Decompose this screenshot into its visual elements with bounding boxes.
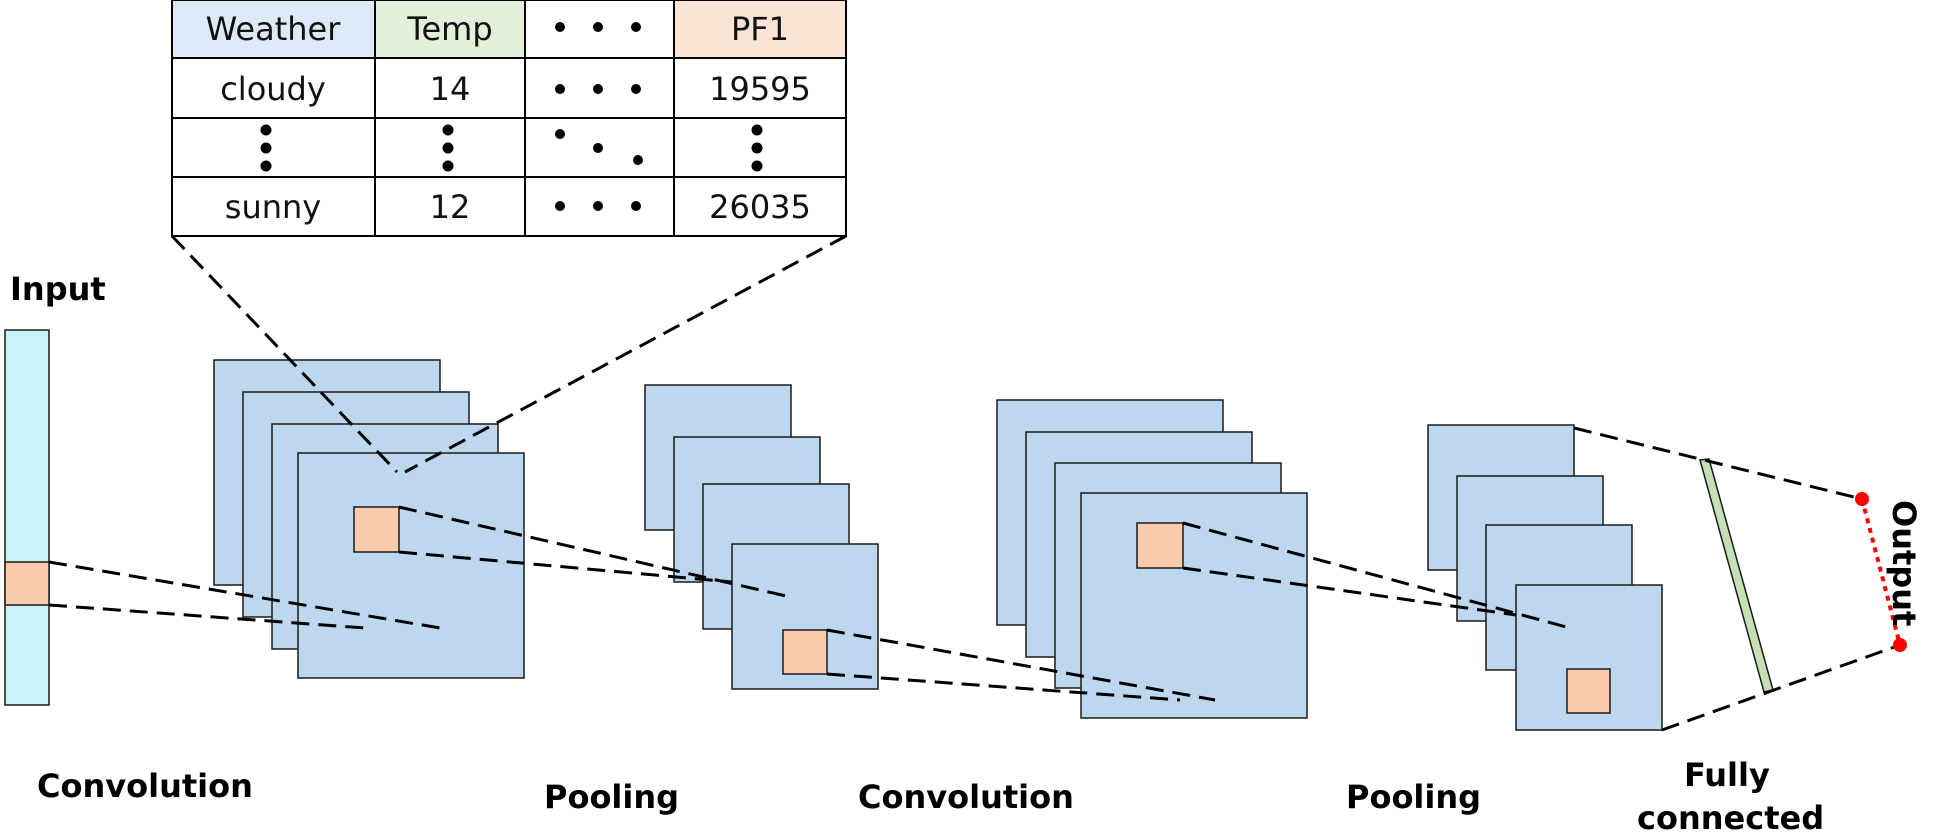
ellipsis-row-2 [555,201,641,211]
conv1-label: Convolution [37,767,253,805]
fully-connected-bar [1699,458,1774,693]
conv2-label: Convolution [858,778,1074,816]
dash-pool1-conv2-top [826,628,1216,702]
output-node-bottom [1893,638,1907,652]
conv1-patch [353,506,400,553]
cell-r0-temp: 14 [430,70,471,108]
dash-pool1-conv2-bottom [826,672,1181,702]
dash-pool2-output-top [1573,426,1863,501]
fc-label-line1: Fully [1684,756,1770,794]
fc-label-line2: connected [1637,799,1824,833]
cell-r2-pf1: 26035 [709,188,811,226]
connection-lines [48,234,1901,732]
pool2-label: Pooling [1346,778,1481,816]
pool1-map-4 [731,543,879,690]
dash-conv2-pool2-bottom [1182,566,1517,617]
dash-input-conv1-top [48,560,441,630]
cell-r2-weather: sunny [225,188,321,226]
header-bg-pf1 [674,0,846,58]
conv2-stack [996,399,1308,719]
conv2-patch [1136,522,1184,569]
dash-conv1-pool1-bottom [398,550,733,584]
dash-conv1-pool1-top [398,505,787,598]
input-layer: Input [4,270,106,706]
input-label: Input [10,270,106,308]
dash-pool2-output-bottom [1661,643,1901,732]
ellipsis-diagonal [555,129,643,165]
pool2-patch [1566,668,1611,714]
pool1-patch [782,629,828,675]
dash-zoom-right [404,234,847,474]
header-weather: Weather [206,10,342,48]
output-layer: Output [1855,492,1923,652]
input-patch [4,561,50,606]
vertical-ellipsis-temp [442,124,454,172]
header-temp: Temp [406,10,492,48]
input-data-table: Weather Temp PF1 cloudy 14 19595 sunny 1… [171,0,847,237]
conv2-map-4 [1080,492,1308,719]
conv1-stack [213,359,525,679]
header-bg-temp [375,0,525,58]
output-label: Output [1885,500,1923,626]
table-body-bg [172,58,846,236]
input-bar [4,329,50,706]
pool2-stack [1427,424,1663,731]
conv1-map-4 [297,452,525,679]
vertical-ellipsis-weather [260,124,272,172]
output-node-top [1855,492,1869,506]
cell-r0-weather: cloudy [220,70,326,108]
vertical-ellipsis-pf1 [751,124,763,172]
ellipsis-header [555,22,641,32]
cell-r2-temp: 12 [430,188,471,226]
header-bg-weather [172,0,375,58]
dash-zoom-left [170,234,399,474]
pool1-stack [644,384,879,690]
ellipsis-row-0 [555,84,641,94]
pool1-label: Pooling [544,778,679,816]
cell-r0-pf1: 19595 [709,70,811,108]
header-pf1: PF1 [731,10,789,48]
dash-conv2-pool2-top [1182,521,1571,630]
